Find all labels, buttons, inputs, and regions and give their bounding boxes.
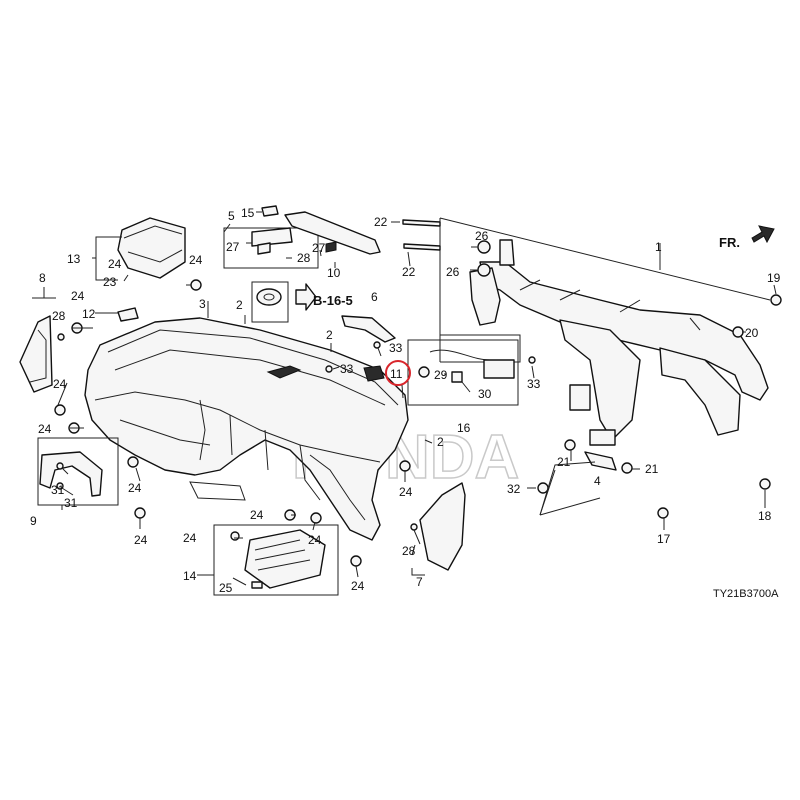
- side-panel-left[interactable]: [19, 287, 56, 393]
- callout-labels: 1 2 2 2 3 4 5 6 7 8 9 10 11 12 13 14 15 …: [30, 206, 781, 595]
- callout-18[interactable]: 18: [758, 509, 772, 523]
- callout-13[interactable]: 13: [67, 252, 81, 266]
- callout-9[interactable]: 9: [30, 514, 37, 528]
- callout-24d[interactable]: 24: [38, 422, 52, 436]
- callout-29[interactable]: 29: [434, 368, 448, 382]
- callout-23[interactable]: 23: [103, 275, 117, 289]
- callout-24c[interactable]: 24: [53, 377, 67, 391]
- callout-24k[interactable]: 24: [399, 485, 413, 499]
- callout-26b[interactable]: 26: [446, 265, 460, 279]
- harness-16[interactable]: [407, 339, 519, 406]
- callout-24f[interactable]: 24: [134, 533, 148, 547]
- callout-6[interactable]: 6: [371, 290, 378, 304]
- callout-27a[interactable]: 27: [226, 240, 240, 254]
- diagram-code: TY21B3700A: [713, 588, 779, 600]
- callout-10[interactable]: 10: [327, 266, 341, 280]
- callout-22a[interactable]: 22: [374, 215, 388, 229]
- part-11-highlight[interactable]: [363, 360, 411, 386]
- callout-24j[interactable]: 24: [351, 579, 365, 593]
- top-cover-group[interactable]: [223, 205, 381, 269]
- callout-2c[interactable]: 2: [437, 435, 444, 449]
- callout-19[interactable]: 19: [767, 271, 781, 285]
- callout-33c[interactable]: 33: [527, 377, 541, 391]
- callout-30[interactable]: 30: [478, 387, 492, 401]
- callout-17[interactable]: 17: [657, 532, 671, 546]
- callout-22b[interactable]: 22: [402, 265, 416, 279]
- leader-lines: [57, 211, 777, 586]
- side-cover-right[interactable]: [411, 482, 466, 576]
- callout-31b[interactable]: 31: [64, 496, 78, 510]
- callout-20[interactable]: 20: [745, 326, 759, 340]
- callout-3[interactable]: 3: [199, 297, 206, 311]
- callout-31a[interactable]: 31: [51, 483, 65, 497]
- callout-8[interactable]: 8: [39, 271, 46, 285]
- callout-24h[interactable]: 24: [250, 508, 264, 522]
- callout-15[interactable]: 15: [241, 206, 255, 220]
- callout-12[interactable]: 12: [82, 307, 96, 321]
- callout-33a[interactable]: 33: [340, 362, 354, 376]
- callout-11[interactable]: 11: [390, 367, 403, 381]
- callout-7[interactable]: 7: [416, 575, 423, 589]
- callout-24a[interactable]: 24: [189, 253, 203, 267]
- callout-1[interactable]: 1: [655, 240, 662, 254]
- callout-33b[interactable]: 33: [389, 341, 403, 355]
- callout-24b[interactable]: 24: [71, 289, 85, 303]
- highlight-circle: [385, 360, 411, 386]
- callout-26a[interactable]: 26: [475, 229, 489, 243]
- callout-24l[interactable]: 24: [108, 257, 122, 271]
- callout-21b[interactable]: 21: [645, 462, 659, 476]
- callout-24g[interactable]: 24: [183, 531, 197, 545]
- callout-16[interactable]: 16: [457, 421, 471, 435]
- callout-27b[interactable]: 27: [312, 241, 326, 255]
- callout-5[interactable]: 5: [228, 209, 235, 223]
- bracket-left[interactable]: [37, 437, 119, 506]
- front-indicator: FR.: [719, 225, 775, 250]
- callout-28a[interactable]: 28: [52, 309, 66, 323]
- lower-box-assembly[interactable]: [213, 524, 339, 596]
- ref-label[interactable]: B-16-5: [313, 293, 353, 308]
- steering-hanger-beam[interactable]: [439, 217, 771, 446]
- callout-24e[interactable]: 24: [128, 481, 142, 495]
- instrument-panel[interactable]: [84, 317, 409, 541]
- passenger-airbag[interactable]: [92, 217, 186, 281]
- callout-25[interactable]: 25: [219, 581, 233, 595]
- callout-24i[interactable]: 24: [308, 533, 322, 547]
- callout-14[interactable]: 14: [183, 569, 197, 583]
- front-indicator-text: FR.: [719, 235, 740, 250]
- callout-4[interactable]: 4: [594, 474, 601, 488]
- callout-2b[interactable]: 2: [326, 328, 333, 342]
- garnish-6[interactable]: [341, 315, 396, 343]
- callout-21a[interactable]: 21: [557, 455, 571, 469]
- callout-32[interactable]: 32: [507, 482, 521, 496]
- callout-28c[interactable]: 28: [402, 544, 416, 558]
- center-speaker[interactable]: B-16-5: [251, 281, 353, 323]
- callout-28b[interactable]: 28: [297, 251, 311, 265]
- bracket-4[interactable]: [539, 451, 617, 516]
- callout-2a[interactable]: 2: [236, 298, 243, 312]
